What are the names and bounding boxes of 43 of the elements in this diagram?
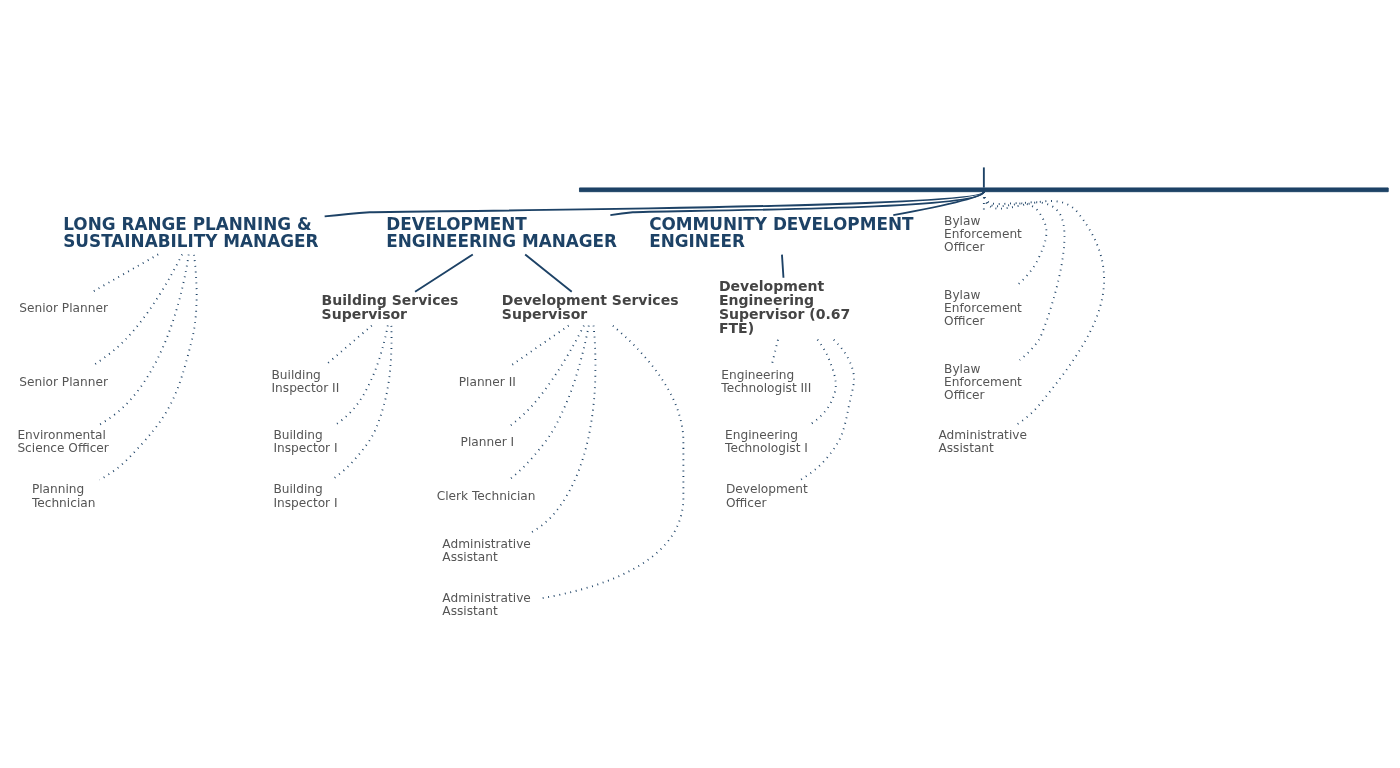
connector — [323, 190, 985, 217]
node-text: DEVELOPMENT ENGINEERING MANAGER — [386, 213, 618, 251]
node-text: Building Inspector I — [273, 427, 338, 455]
node-text: Administrative Assistant — [442, 590, 531, 618]
node-text: Engineering Technologist III — [721, 367, 812, 395]
node-text: Bylaw Enforcement Officer — [944, 287, 1022, 328]
node-text: Planner I — [460, 434, 515, 449]
node-text: Engineering Technologist I — [725, 427, 808, 455]
connector — [982, 165, 985, 189]
node-text: Administrative Assistant — [938, 427, 1027, 455]
connector — [509, 324, 570, 367]
connector — [609, 190, 985, 216]
node-text: Bylaw Enforcement Officer — [944, 361, 1022, 402]
node-text: Building Services Supervisor — [321, 291, 459, 322]
connector — [414, 253, 474, 293]
connector — [508, 324, 590, 481]
connector — [98, 253, 198, 481]
node-text: Building Inspector I — [273, 481, 338, 510]
connector — [781, 253, 785, 279]
connector — [97, 253, 190, 426]
node-text: Bylaw Enforcement Officer — [944, 213, 1022, 254]
node-text: COMMUNITY DEVELOPMENT ENGINEER — [649, 213, 914, 251]
node-text: Senior Planner — [19, 374, 108, 389]
connector — [770, 338, 779, 366]
connector — [91, 253, 160, 293]
node-text: Development Engineering Supervisor (0.67 FTE) — [718, 277, 851, 336]
node-text: Building Inspector II — [271, 367, 340, 395]
connector — [509, 324, 585, 426]
connector — [524, 253, 573, 293]
node-text: Clerk Technician — [436, 488, 536, 503]
node-text: LONG RANGE PLANNING & SUSTAINABILITY MANAGER — [63, 213, 319, 251]
node-text: Planner II — [458, 374, 516, 389]
node-text: Development Services Supervisor — [501, 291, 679, 322]
node-text: Development Officer — [725, 481, 808, 510]
node-text: Environmental Science Officer — [17, 427, 109, 455]
connector — [799, 338, 855, 481]
connector — [892, 190, 985, 216]
node-text: Senior Planner — [19, 300, 108, 315]
node-text: Planning Technician — [31, 481, 96, 510]
node-text: Administrative Assistant — [442, 536, 531, 564]
connector — [982, 190, 1106, 426]
node-bar — [579, 186, 1389, 192]
connector — [91, 253, 184, 366]
